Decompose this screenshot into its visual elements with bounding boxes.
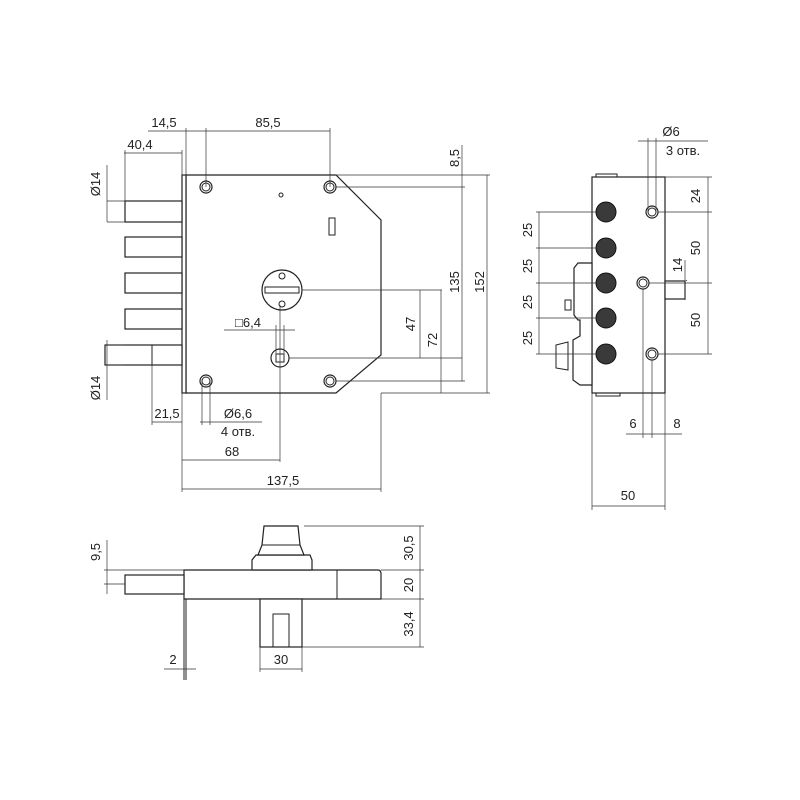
dim-33-4: 33,4 [401, 611, 416, 636]
cylinder-profile [572, 262, 593, 386]
dim-25-4: 25 [520, 331, 535, 345]
dim-dia6-6: Ø6,6 [224, 406, 252, 421]
dim-8: 8 [673, 416, 680, 431]
dim-14: 14 [670, 258, 685, 272]
side-holes [636, 205, 659, 361]
bolt-top [124, 574, 185, 595]
lock-body-top [183, 569, 382, 600]
dim-25-3: 25 [520, 295, 535, 309]
holes-count-3: 3 отв. [666, 143, 700, 158]
side-dimension-lines [536, 138, 712, 510]
dim-25-1: 25 [520, 223, 535, 237]
spindle-bracket [259, 598, 303, 648]
side-view: Ø6 3 отв. 24 50 14 50 25 25 25 25 6 8 50 [520, 124, 712, 510]
dim-40-4: 40,4 [127, 137, 152, 152]
cylinder-keyhole [261, 269, 303, 311]
dim-50-lower: 50 [688, 313, 703, 327]
dim-47: 47 [403, 317, 418, 331]
dim-25-2: 25 [520, 259, 535, 273]
small-hole [278, 192, 284, 198]
mounting-holes [199, 180, 337, 388]
dim-dia14-bottom: Ø14 [88, 376, 103, 401]
cylinder-knob [257, 525, 305, 556]
bolt-heads [595, 201, 617, 365]
front-view: 14,5 85,5 40,4 Ø14 Ø14 21,5 Ø6,6 4 отв. … [88, 115, 490, 492]
dim-square-6-4: □6,4 [235, 315, 261, 330]
dim-20: 20 [401, 578, 416, 592]
dim-68: 68 [225, 444, 239, 459]
bottom-view: 9,5 30,5 20 33,4 2 30 [88, 525, 424, 680]
dim-24: 24 [688, 189, 703, 203]
dim-14-5: 14,5 [151, 115, 176, 130]
holes-count-4: 4 отв. [221, 424, 255, 439]
faceplate-edge [181, 174, 187, 394]
dim-2: 2 [169, 652, 176, 667]
bolts [104, 200, 183, 366]
dim-50-upper: 50 [688, 241, 703, 255]
dim-72: 72 [425, 333, 440, 347]
dim-dia14-top: Ø14 [88, 172, 103, 197]
dim-8-5: 8,5 [447, 149, 462, 167]
dim-9-5: 9,5 [88, 543, 103, 561]
cylinder-base [251, 554, 313, 571]
front-dimension-lines [106, 128, 490, 492]
slot [328, 217, 336, 236]
dim-30: 30 [274, 652, 288, 667]
dim-dia6: Ø6 [662, 124, 679, 139]
dim-6: 6 [629, 416, 636, 431]
dim-152: 152 [472, 271, 487, 293]
dim-30-5: 30,5 [401, 535, 416, 560]
dim-21-5: 21,5 [154, 406, 179, 421]
dim-137-5: 137,5 [267, 473, 300, 488]
bottom-dimension-lines [104, 525, 424, 672]
dim-135: 135 [447, 271, 462, 293]
latch-stub [664, 280, 686, 300]
dim-50-width: 50 [621, 488, 635, 503]
dim-85-5: 85,5 [255, 115, 280, 130]
